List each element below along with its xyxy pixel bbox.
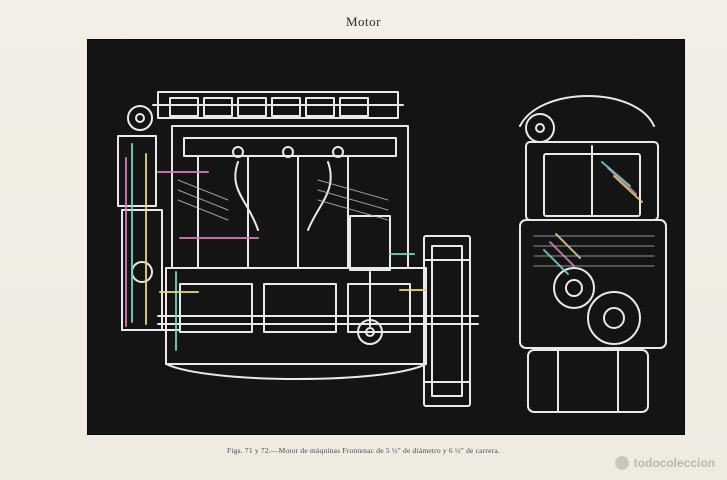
engine-plate-illustration [88, 40, 684, 434]
end-elevation [519, 95, 667, 413]
page-title: Motor [346, 14, 381, 29]
front-elevation [117, 91, 479, 407]
watermark-logo-icon [614, 456, 629, 470]
figure-caption: Figs. 71 y 72.—Motor de máquinas Fronten… [227, 446, 500, 455]
engine-drawing [117, 91, 667, 413]
watermark: todocoleccion [614, 456, 715, 470]
watermark-text: todocoleccion [633, 456, 715, 470]
